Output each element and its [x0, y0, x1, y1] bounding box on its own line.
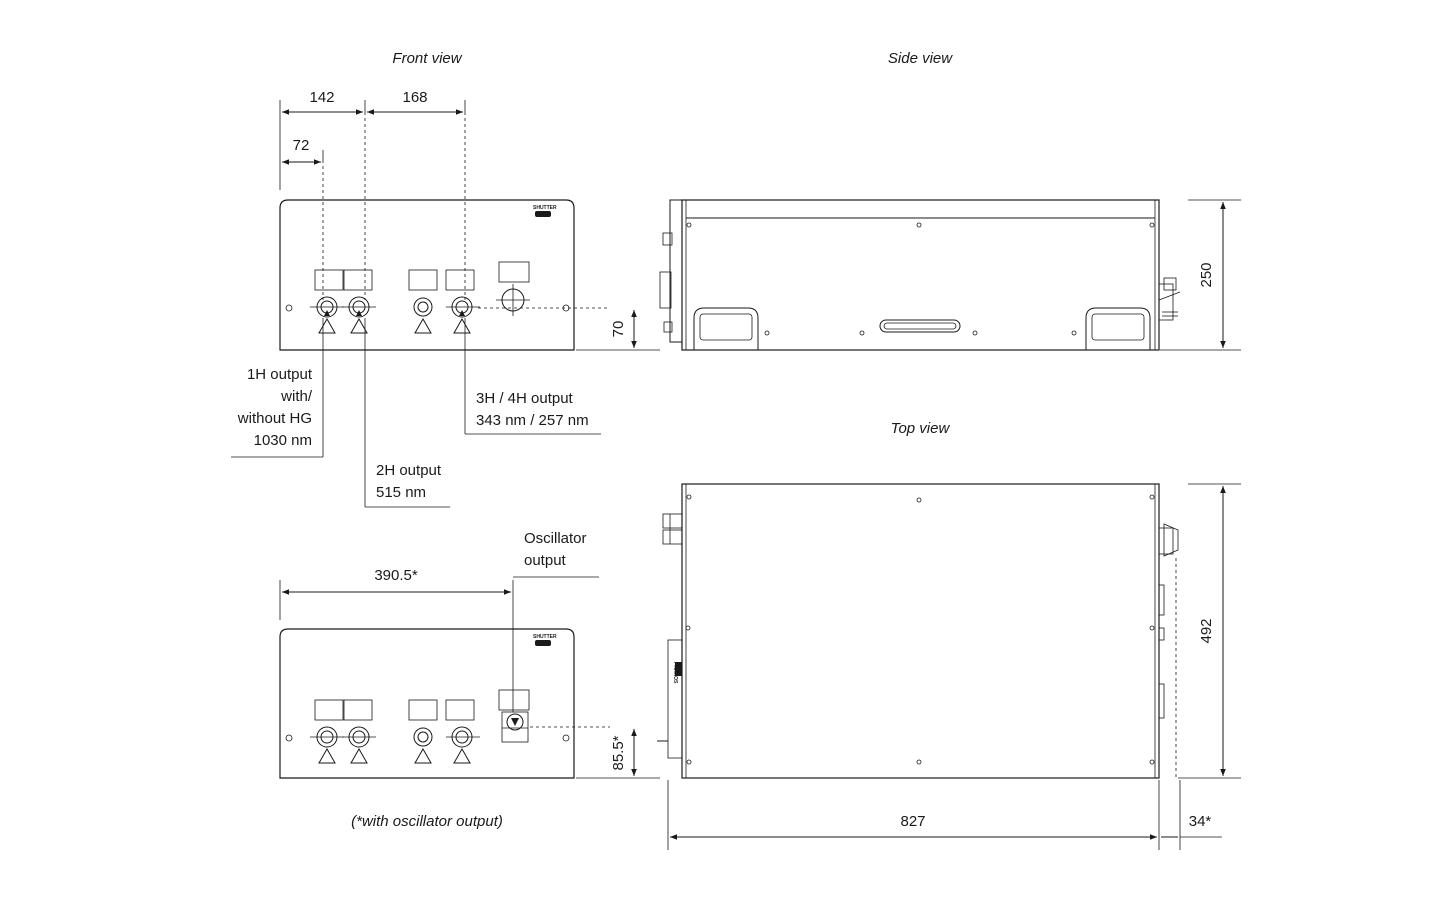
top-view: PHAROS: [657, 483, 1241, 779]
dim-492: 492: [1198, 618, 1215, 643]
side-view-title: Side view: [888, 50, 953, 67]
dim-250: 250: [1198, 262, 1215, 287]
port-aux: [413, 297, 433, 334]
top-view-dimensions: 492 827 34*: [667, 486, 1226, 850]
side-handle-left: [693, 307, 759, 350]
osc-port-aux: [413, 727, 433, 764]
top-view-title: Top view: [891, 420, 951, 437]
front-view-oscillator: SHUTTER: [279, 628, 610, 779]
osc-port-3h-4h: [446, 726, 480, 764]
port-3h-4h: [446, 296, 480, 334]
shutter-indicator-osc: [535, 640, 551, 646]
callout-2h: 2H output 515 nm: [364, 318, 450, 508]
osc-port-1h: [310, 726, 344, 764]
callout-2h-line1: 2H output: [376, 462, 442, 479]
top-view-body: [681, 483, 1160, 779]
callout-3h-4h-line2: 343 nm / 257 nm: [476, 412, 589, 429]
dim-142: 142: [309, 89, 334, 106]
callout-2h-line2: 515 nm: [376, 484, 426, 501]
callout-osc-line2: output: [524, 552, 567, 569]
side-view-dimensions: 250: [1198, 202, 1226, 348]
dim-70: 70: [610, 321, 627, 338]
callout-1h-line3: without HG: [237, 410, 312, 427]
callout-3h-4h: 3H / 4H output 343 nm / 257 nm: [464, 318, 601, 435]
callout-1h-line2: with/: [280, 388, 313, 405]
oscillator-port-open: [501, 711, 529, 743]
dim-72: 72: [293, 137, 310, 154]
port-2h: [342, 296, 376, 334]
side-handle-right: [1085, 307, 1151, 350]
shutter-indicator: [535, 211, 551, 217]
callout-1h-line1: 1H output: [247, 366, 313, 383]
shutter-label-osc: SHUTTER: [533, 634, 557, 640]
callout-1h-line4: 1030 nm: [254, 432, 312, 449]
dim-168: 168: [402, 89, 427, 106]
front-view-oscillator-dimensions: 390.5* Oscillator output 85.5*: [279, 530, 660, 779]
front-view-dimensions: 142 168 72 70: [279, 89, 660, 351]
front-panel-body-osc: [279, 628, 575, 779]
dim-827: 827: [900, 813, 925, 830]
side-slot: [879, 319, 961, 333]
osc-port-2h: [342, 726, 376, 764]
callout-osc-line1: Oscillator: [524, 530, 587, 547]
side-view-body: [681, 199, 1160, 351]
front-panel-body: [279, 199, 575, 351]
footnote: (*with oscillator output): [351, 813, 503, 830]
front-view-title: Front view: [392, 50, 462, 67]
callout-3h-4h-line1: 3H / 4H output: [476, 390, 574, 407]
port-oscillator-closed: [496, 284, 530, 316]
side-view: [659, 199, 1241, 351]
callout-1h: 1H output with/ without HG 1030 nm: [231, 318, 324, 458]
dim-390-5: 390.5*: [374, 567, 418, 584]
rear-connector: [1158, 277, 1181, 321]
shutter-label: SHUTTER: [533, 205, 557, 211]
front-view: SHUTTER: [279, 112, 610, 351]
dim-34: 34*: [1189, 813, 1212, 830]
dim-85-5: 85.5*: [610, 735, 627, 770]
